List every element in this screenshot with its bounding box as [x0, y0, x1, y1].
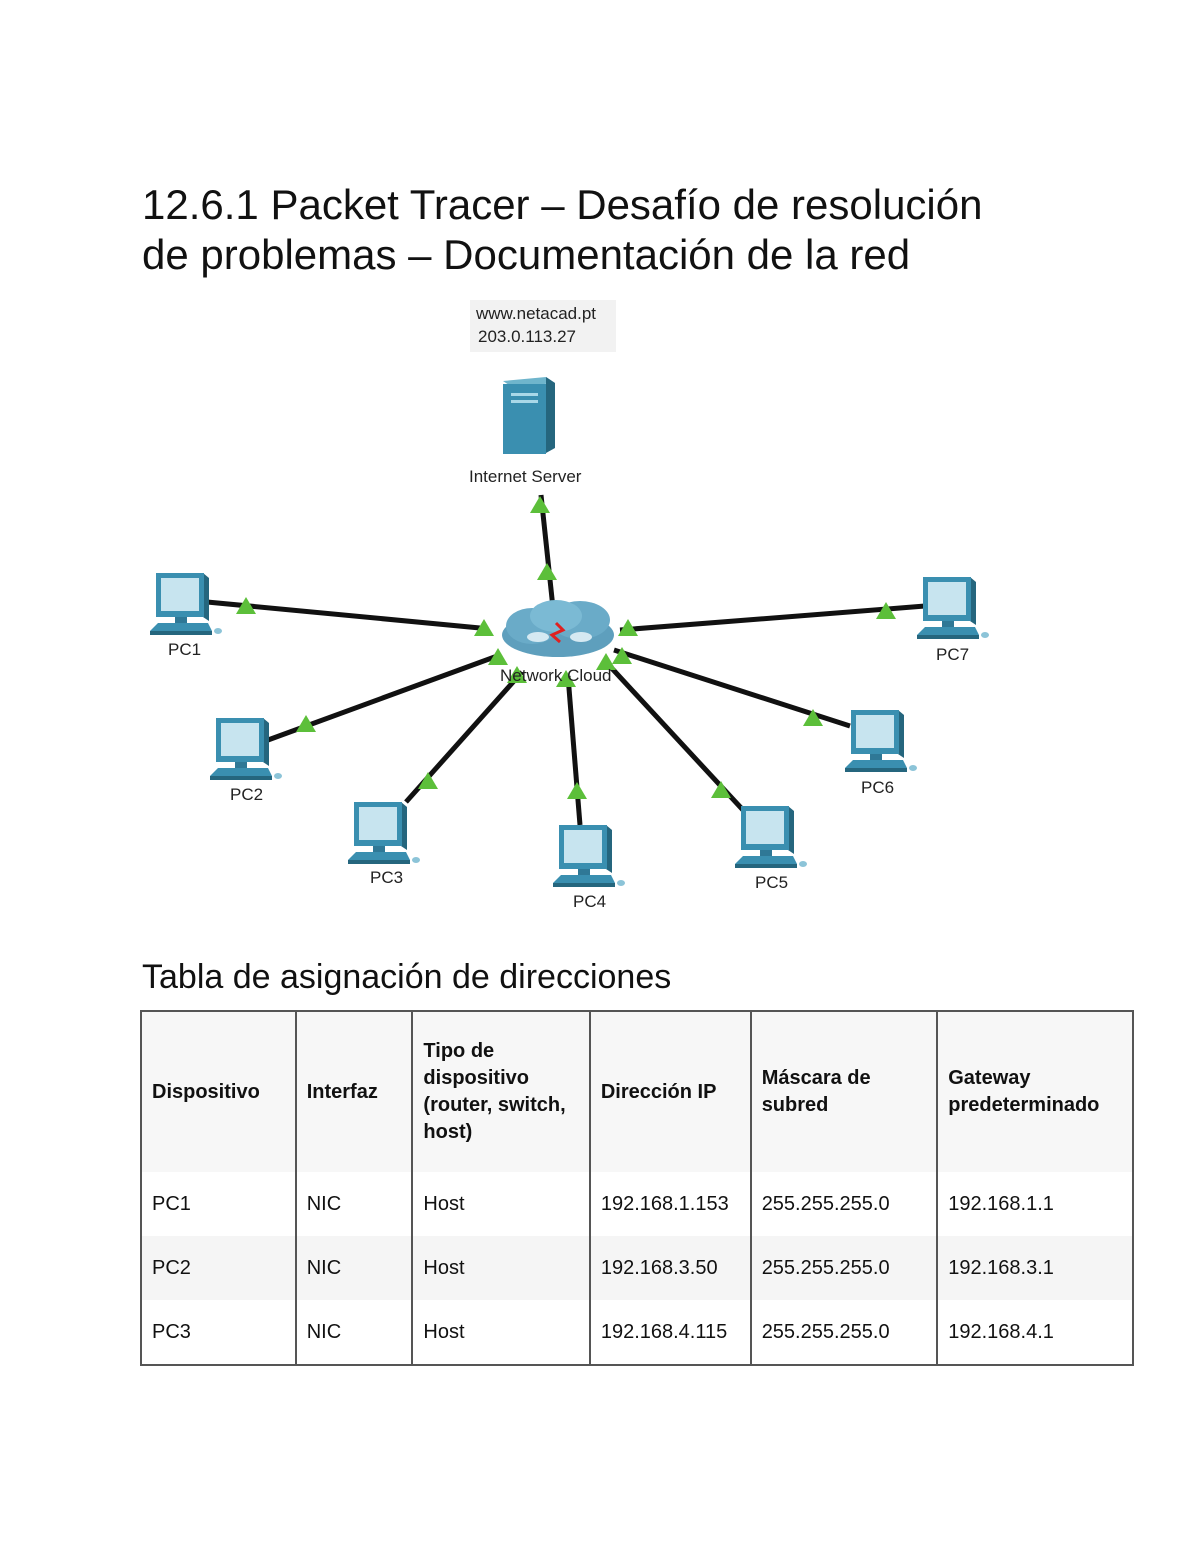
header-interface: Interfaz [294, 1011, 414, 1172]
cell-interface: NIC [294, 1172, 414, 1236]
cell-ip-address: 192.168.1.153 [588, 1172, 752, 1236]
cell-default-gateway: 192.168.4.1 [936, 1300, 1134, 1366]
cell-device: PC2 [140, 1236, 297, 1300]
cell-device-type: Host [411, 1236, 591, 1300]
link-status-up-icon [418, 772, 438, 789]
server-icon[interactable] [503, 377, 555, 454]
header-device-type: Tipo de dispositivo (router, switch, hos… [411, 1011, 591, 1172]
link-status-up-icon [537, 563, 557, 580]
pc5-label: PC5 [755, 873, 788, 892]
cloud-label: Network Cloud [500, 666, 612, 685]
pc4-label: PC4 [573, 892, 606, 911]
pc3-label: PC3 [370, 868, 403, 887]
table-row: PC2 NIC Host 192.168.3.50 255.255.255.0 … [140, 1236, 1134, 1300]
cell-device: PC3 [140, 1300, 297, 1366]
addressing-table: Dispositivo Interfaz Tipo de dispositivo… [140, 1010, 1134, 1366]
pc5-icon[interactable] [735, 806, 807, 868]
link-status-up-icon [876, 602, 896, 619]
link-pc7-cloud [619, 603, 926, 633]
link-status-up-icon [530, 496, 550, 513]
table-row: PC1 NIC Host 192.168.1.153 255.255.255.0… [140, 1172, 1134, 1236]
link-pc4-cloud [565, 675, 583, 826]
pc6-icon[interactable] [845, 710, 917, 772]
server-label: Internet Server [469, 467, 582, 486]
server-info-box [470, 300, 616, 352]
cell-interface: NIC [294, 1236, 414, 1300]
link-status-up-icon [507, 666, 527, 683]
server-url: www.netacad.pt [475, 304, 596, 323]
pc4-icon[interactable] [553, 825, 625, 887]
cell-ip-address: 192.168.3.50 [588, 1236, 752, 1300]
header-ip-address: Dirección IP [588, 1011, 752, 1172]
header-subnet-mask: Máscara de subred [749, 1011, 939, 1172]
link-status-up-icon [488, 648, 508, 665]
cell-device-type: Host [411, 1172, 591, 1236]
cell-device-type: Host [411, 1300, 591, 1366]
cell-device: PC1 [140, 1172, 297, 1236]
cell-default-gateway: 192.168.1.1 [936, 1172, 1134, 1236]
network-cloud-icon[interactable] [502, 600, 614, 657]
link-status-indicators [236, 496, 896, 799]
cell-interface: NIC [294, 1300, 414, 1366]
cell-subnet-mask: 255.255.255.0 [749, 1236, 939, 1300]
page-title-line-1: 12.6.1 Packet Tracer – Desafío de resolu… [142, 181, 983, 228]
link-status-up-icon [618, 619, 638, 636]
pc2-label: PC2 [230, 785, 263, 804]
pc7-label: PC7 [936, 645, 969, 664]
cell-ip-address: 192.168.4.115 [588, 1300, 752, 1366]
cell-subnet-mask: 255.255.255.0 [749, 1300, 939, 1366]
link-status-up-icon [711, 781, 731, 798]
cell-default-gateway: 192.168.3.1 [936, 1236, 1134, 1300]
link-status-up-icon [236, 597, 256, 614]
link-status-up-icon [556, 670, 576, 687]
header-device: Dispositivo [140, 1011, 297, 1172]
pc7-icon[interactable] [917, 577, 989, 639]
server-ip: 203.0.113.27 [478, 327, 576, 346]
table-row: PC3 NIC Host 192.168.4.115 255.255.255.0… [140, 1300, 1134, 1366]
table-header-row: Dispositivo Interfaz Tipo de dispositivo… [140, 1011, 1134, 1172]
link-status-up-icon [803, 709, 823, 726]
link-status-up-icon [596, 653, 616, 670]
link-status-up-icon [474, 619, 494, 636]
link-server-cloud [538, 494, 556, 609]
link-status-up-icon [567, 782, 587, 799]
network-topology-diagram: www.netacad.pt 203.0.113.27 Internet Ser… [150, 300, 989, 911]
pc1-icon[interactable] [150, 573, 222, 635]
pc1-label: PC1 [168, 640, 201, 659]
pc2-icon[interactable] [210, 718, 282, 780]
topology-links [206, 494, 926, 826]
header-default-gateway: Gateway predeterminado [936, 1011, 1134, 1172]
link-status-up-icon [296, 715, 316, 732]
table-title: Tabla de asignación de direcciones [142, 958, 672, 996]
pc6-label: PC6 [861, 778, 894, 797]
pc3-icon[interactable] [348, 802, 420, 864]
page-title-line-2: de problemas – Documentación de la red [142, 231, 911, 278]
link-status-up-icon [612, 647, 632, 664]
link-pc1-cloud [206, 599, 481, 631]
page-title: 12.6.1 Packet Tracer – Desafío de resolu… [142, 180, 1102, 280]
cell-subnet-mask: 255.255.255.0 [749, 1172, 939, 1236]
